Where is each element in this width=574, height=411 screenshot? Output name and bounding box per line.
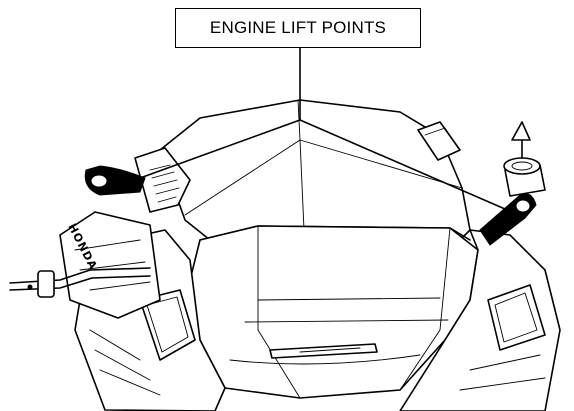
- callout-box: ENGINE LIFT POINTS: [175, 8, 421, 48]
- callout-label: ENGINE LIFT POINTS: [209, 18, 387, 37]
- left-fitting: [37, 270, 55, 298]
- left-shroud-ribs: [89, 329, 161, 396]
- oil-filler-cap: [503, 121, 546, 197]
- left-air-intake: [59, 211, 161, 319]
- left-shroud-window: [139, 289, 196, 361]
- front-slot-detail: [299, 347, 361, 353]
- right-cylinder-shroud: [399, 229, 561, 411]
- vent-grille-dots: [149, 164, 180, 203]
- right-top-tab: [417, 121, 461, 161]
- front-panel-seam-right: [399, 227, 451, 391]
- left-shroud-window-inner: [146, 296, 189, 353]
- left-lift-bracket: [84, 165, 146, 196]
- front-panel-band: [257, 297, 441, 301]
- left-fuel-line-2: [9, 275, 151, 291]
- left-vent-grille: [134, 147, 191, 213]
- left-fuel-line: [9, 267, 151, 284]
- front-panel-curve: [229, 354, 421, 365]
- right-shroud-ribs: [459, 354, 546, 391]
- right-top-tab-detail: [424, 127, 459, 149]
- right-lift-bracket: [479, 193, 537, 246]
- left-fitting-dot: [27, 284, 33, 290]
- cover-cross-seam: [184, 139, 463, 216]
- engine-top-cover: [159, 99, 471, 253]
- leader-line-left: [117, 119, 301, 187]
- left-intake-detail: [74, 239, 151, 291]
- right-shroud-window-inner: [494, 292, 538, 343]
- leader-line-right: [299, 119, 513, 213]
- front-panel-seam: [257, 225, 301, 399]
- front-panel-band-2: [244, 319, 449, 323]
- front-slot: [269, 343, 378, 359]
